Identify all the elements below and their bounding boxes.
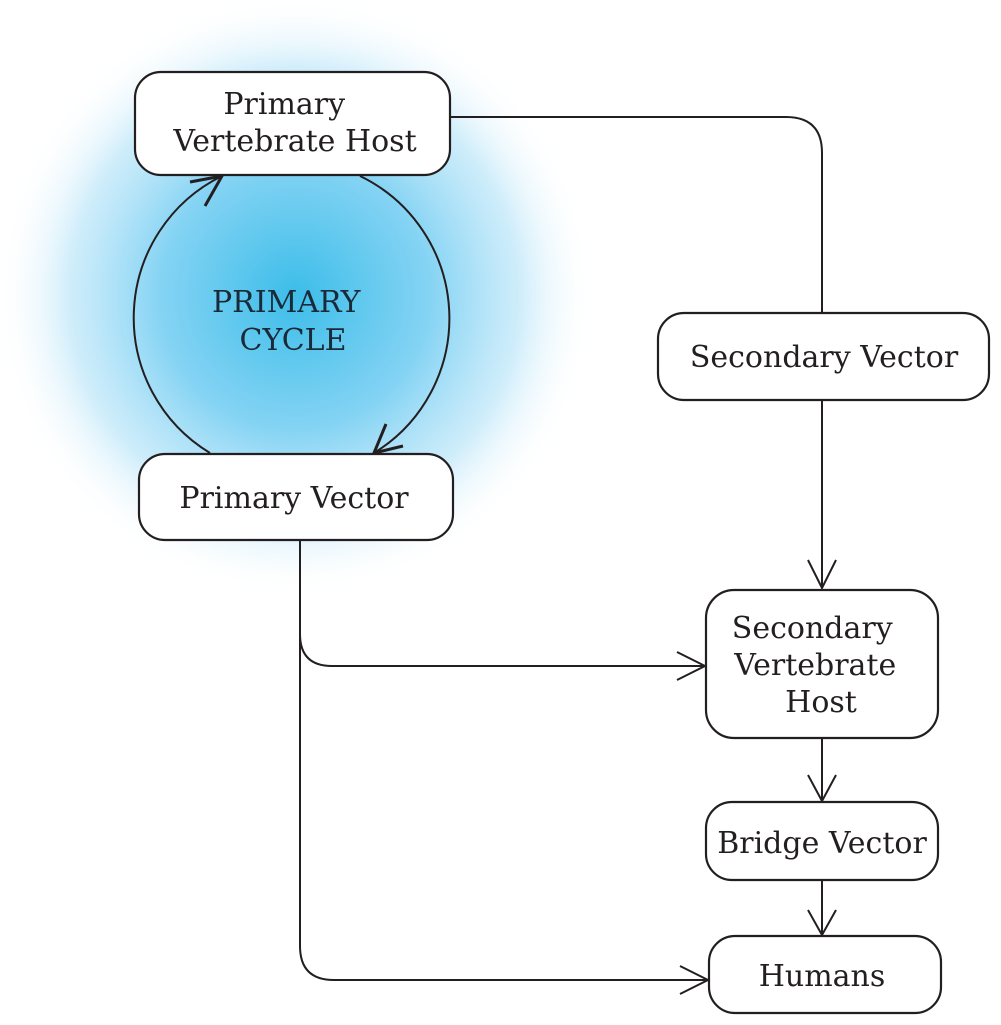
svg-text:Bridge Vector: Bridge Vector [717, 826, 927, 861]
node-label-line: Primary [223, 87, 345, 122]
cycle-label-line-2: CYCLE [239, 323, 346, 358]
edge-primary-vector-to-primary-host [132, 175, 223, 454]
edge-primary-host-to-primary-vector [359, 175, 451, 454]
node-label-line: Humans [759, 959, 886, 994]
svg-text:Primary Vertebrate Host: Primary Vertebrate Host [172, 87, 416, 159]
svg-text:Secondary Vertebrate: Secondary Vertebrate Host [732, 611, 906, 720]
node-humans: Humans [707, 934, 943, 1015]
node-primary-vector: Primary Vector [137, 452, 455, 542]
svg-text:Humans: Humans [759, 959, 886, 994]
node-label-line: Vertebrate Host [172, 124, 416, 159]
node-label-line: Bridge Vector [717, 826, 927, 861]
node-label-line: Secondary Vector [690, 340, 959, 375]
edge-primary-vector-to-humans [299, 634, 708, 981]
svg-text:Primary Vector: Primary Vector [179, 481, 409, 516]
node-secondary-vertebrate-host: Secondary Vertebrate Host [704, 588, 940, 740]
node-secondary-vector: Secondary Vector [656, 311, 991, 402]
node-label-line: Primary Vector [179, 481, 409, 516]
cycle-label-line-1: PRIMARY [212, 285, 362, 320]
edge-primary-host-to-secondary-vector [450, 116, 823, 313]
arrowhead-into-secondary-host-top [807, 559, 837, 591]
primary-cycle-label: PRIMARY CYCLE [212, 285, 370, 358]
node-label-line: Secondary [732, 611, 893, 646]
node-label-line: Vertebrate [733, 648, 896, 683]
node-bridge-vector: Bridge Vector [704, 800, 940, 882]
node-label-line: Host [785, 685, 857, 720]
svg-text:Secondary Vector: Secondary Vector [690, 340, 959, 375]
node-primary-vertebrate-host: Primary Vertebrate Host [133, 70, 452, 177]
